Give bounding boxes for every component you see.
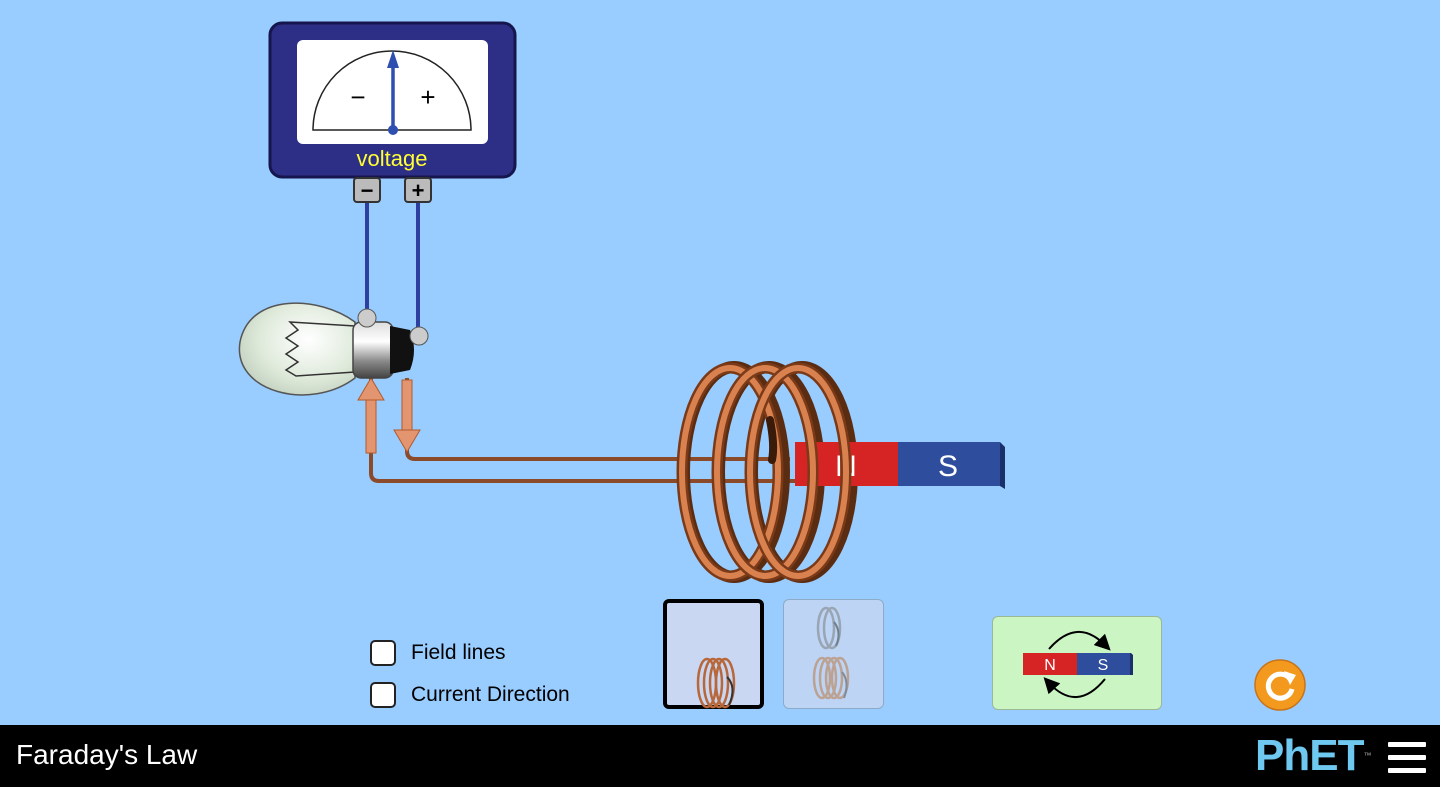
play-area: − + voltage − + <box>238 21 1005 583</box>
magnet-south-label: S <box>938 450 958 483</box>
coil-front <box>676 362 852 582</box>
current-arrow-up <box>357 377 385 454</box>
bulb-filament <box>284 321 356 377</box>
navigation-bar: Faraday's Law PhET™ <box>0 725 1440 787</box>
flip-arrow-top <box>1048 630 1111 651</box>
flip-magnet-icon: N S <box>1023 630 1133 699</box>
flip-south-label: S <box>1098 657 1109 674</box>
current-direction-label: Current Direction <box>411 683 570 706</box>
phet-trademark: ™ <box>1363 751 1371 760</box>
wire-bottom <box>369 378 800 483</box>
one-coil-icon <box>696 657 736 709</box>
field-lines-label: Field lines <box>411 641 506 664</box>
sim-title: Faraday's Law <box>16 739 198 770</box>
terminal-minus-label: − <box>361 178 374 203</box>
two-coil-button[interactable] <box>783 599 884 709</box>
current-direction-checkbox[interactable]: Current Direction <box>370 682 570 708</box>
terminal-plus-label: + <box>412 178 425 203</box>
current-arrow-down <box>393 379 421 453</box>
one-coil-button[interactable] <box>663 599 764 709</box>
voltmeter[interactable]: − + voltage <box>268 21 517 179</box>
bar-magnet[interactable]: N S <box>795 442 1005 489</box>
phet-logo-text: PhET <box>1255 731 1364 780</box>
needle-tip <box>387 50 399 68</box>
reset-all-button[interactable] <box>1254 659 1306 711</box>
bulb-base <box>390 326 414 374</box>
reset-icon <box>1254 659 1306 711</box>
dial-plus-label: + <box>420 82 435 112</box>
terminal-minus: − <box>353 177 381 203</box>
voltmeter-label: voltage <box>357 146 428 171</box>
current-direction-checkbox-box[interactable] <box>370 682 396 708</box>
dial-minus-label: − <box>350 82 365 112</box>
scene-canvas: − + voltage − + <box>238 21 1005 583</box>
flip-north-label: N <box>1044 657 1056 674</box>
terminal-plus: + <box>404 177 432 203</box>
light-bulb <box>238 302 429 396</box>
phet-logo[interactable]: PhET™ <box>1255 731 1371 780</box>
needle-pivot <box>388 125 398 135</box>
hamburger-menu-icon[interactable] <box>1388 742 1426 774</box>
flip-arrow-bottom <box>1043 677 1106 699</box>
field-lines-checkbox-box[interactable] <box>370 640 396 666</box>
two-coil-icon <box>812 606 850 700</box>
bulb-socket <box>352 321 394 379</box>
field-lines-checkbox[interactable]: Field lines <box>370 640 506 666</box>
magnet-south-pole <box>898 442 1000 486</box>
flip-magnet-button[interactable]: N S <box>992 616 1162 710</box>
